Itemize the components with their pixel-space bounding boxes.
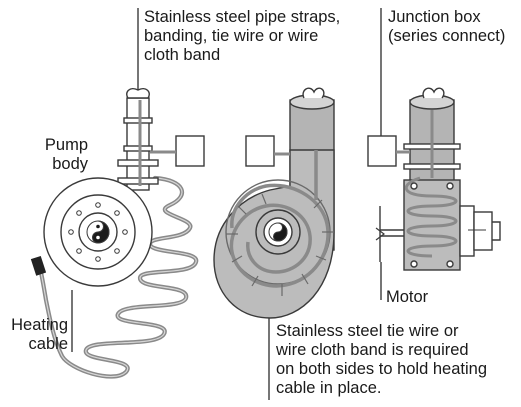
pipe-strap (123, 145, 153, 152)
coil-wraps (404, 110, 458, 258)
butterfly-valve-icon (302, 87, 325, 99)
heating-cable-coil-highlight (39, 177, 197, 378)
tie-wire-bands (226, 193, 334, 296)
junction-box-left (175, 135, 205, 167)
outlet-pipe (126, 97, 150, 191)
left-pump-view (30, 88, 205, 379)
middle-pump-view (213, 87, 335, 319)
butterfly-valve-icon (126, 88, 150, 99)
yin-yang-icon (268, 222, 288, 242)
pipe-strap (123, 117, 153, 124)
coupling (459, 205, 475, 257)
right-pump-view (367, 87, 501, 271)
bolt-holes (68, 202, 128, 262)
butterfly-valve-icon (422, 87, 445, 99)
junction-box-right (367, 135, 397, 167)
label-tie-wire-note: Stainless steel tie wire or wire cloth b… (276, 322, 487, 397)
label-heating-cable: Heating cable (11, 316, 68, 353)
label-pump-body: Pump body (44, 136, 88, 173)
junction-box-middle (245, 135, 275, 167)
volute-cable-wrap (229, 150, 330, 288)
label-straps: Stainless steel pipe straps, banding, ti… (144, 8, 341, 64)
yin-yang-icon (86, 220, 110, 244)
coupling-flange (473, 211, 493, 251)
flange (117, 177, 159, 185)
label-motor: Motor (386, 288, 429, 306)
motor-break (375, 227, 385, 241)
label-junction-box: Junction box (series connect) (388, 8, 506, 45)
coupling-end (492, 221, 501, 241)
cable-end-cap (30, 255, 47, 276)
flange (117, 159, 159, 167)
